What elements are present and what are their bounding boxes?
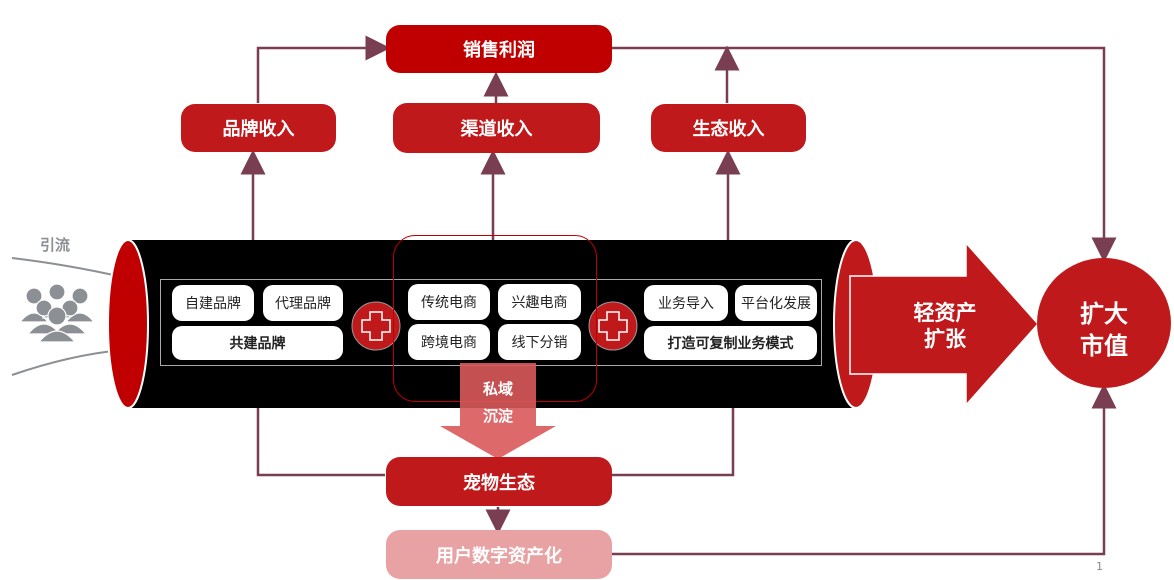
brand-revenue-box: 品牌收入 bbox=[181, 104, 336, 152]
traditional-ecommerce-tag: 传统电商 bbox=[408, 284, 490, 320]
private-domain-arrow bbox=[440, 363, 556, 459]
ecosystem-revenue-box: 生态收入 bbox=[651, 104, 806, 152]
sales-profit-box: 销售利润 bbox=[386, 25, 612, 73]
market-value-circle bbox=[1037, 258, 1171, 388]
connector-assets-to-market bbox=[612, 383, 1117, 556]
market-value-label-1: 扩大 bbox=[1080, 300, 1128, 328]
page-number: 1 bbox=[1096, 560, 1103, 573]
plus-icon-left bbox=[351, 301, 401, 351]
tube-left-end bbox=[107, 239, 149, 409]
people-group-icon bbox=[18, 283, 96, 342]
market-value-label-2: 市值 bbox=[1080, 332, 1128, 360]
light-asset-expansion-arrow bbox=[849, 243, 1040, 405]
connector-profit-to-market bbox=[612, 46, 1117, 263]
interest-ecommerce-tag: 兴趣电商 bbox=[498, 284, 581, 320]
agent-brand-tag: 代理品牌 bbox=[263, 285, 343, 321]
plus-icon-right bbox=[588, 301, 638, 351]
own-brand-tag: 自建品牌 bbox=[172, 285, 254, 321]
connector-brand-to-profit bbox=[256, 35, 391, 103]
replicable-model-tag: 打造可复制业务模式 bbox=[644, 326, 817, 360]
pet-ecosystem-box: 宠物生态 bbox=[386, 457, 612, 506]
cross-border-ecommerce-tag: 跨境电商 bbox=[408, 324, 490, 360]
private-domain-label-2: 沉淀 bbox=[482, 407, 513, 425]
connector-pet-to-brand bbox=[245, 373, 385, 477]
platform-development-tag: 平台化发展 bbox=[735, 285, 817, 321]
offline-distribution-tag: 线下分销 bbox=[498, 324, 581, 360]
expansion-label-1: 轻资产 bbox=[913, 301, 977, 325]
expansion-label-2: 扩张 bbox=[924, 327, 966, 351]
inflow-label: 引流 bbox=[40, 236, 71, 254]
private-domain-label-1: 私域 bbox=[482, 380, 513, 398]
co-brand-tag: 共建品牌 bbox=[172, 326, 343, 360]
connector-pet-to-business bbox=[612, 373, 746, 477]
user-digital-assets-box: 用户数字资产化 bbox=[386, 530, 612, 579]
channel-revenue-box: 渠道收入 bbox=[393, 103, 600, 153]
business-import-tag: 业务导入 bbox=[644, 285, 728, 321]
